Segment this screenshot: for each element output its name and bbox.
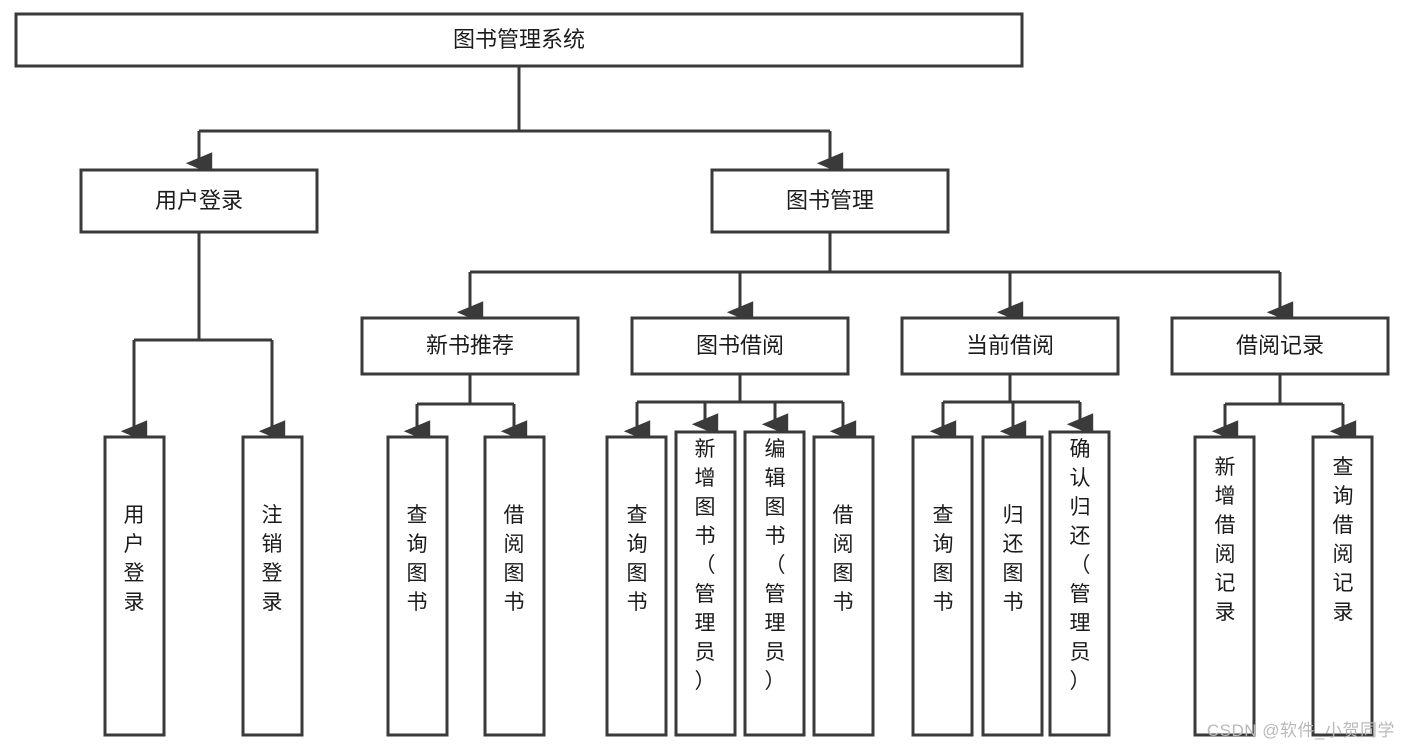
node-leaf-borrow-book-1-box[interactable] bbox=[483, 435, 546, 737]
node-leaf-logout-label: 注销登录 bbox=[262, 504, 283, 614]
node-root-label: 图书管理系统 bbox=[453, 27, 585, 52]
node-leaf-user-login[interactable]: 用户登录 bbox=[103, 435, 166, 737]
node-leaf-add-record-box[interactable] bbox=[1193, 435, 1256, 737]
node-leaf-user-login-label: 用户登录 bbox=[124, 504, 145, 614]
node-leaf-add-book-label: 新增图书（管理员） bbox=[695, 438, 716, 693]
node-leaf-add-book[interactable]: 新增图书（管理员） bbox=[674, 430, 737, 737]
node-leaf-query-record-label: 查询借阅记录 bbox=[1333, 456, 1354, 624]
node-bookmgmt-box[interactable] bbox=[710, 168, 950, 234]
node-newbook[interactable]: 新书推荐 bbox=[360, 316, 580, 376]
node-leaf-add-book-box[interactable] bbox=[674, 430, 737, 737]
node-leaf-borrow-book-2[interactable]: 借阅图书 bbox=[812, 435, 875, 737]
node-leaf-add-record[interactable]: 新增借阅记录 bbox=[1193, 435, 1256, 737]
node-records[interactable]: 借阅记录 bbox=[1170, 316, 1390, 376]
node-leaf-user-login-box[interactable] bbox=[103, 435, 166, 737]
node-leaf-query-book-1[interactable]: 查询图书 bbox=[386, 435, 449, 737]
node-leaf-logout-box[interactable] bbox=[241, 435, 304, 737]
node-bookmgmt-label: 图书管理 bbox=[786, 188, 874, 213]
node-leaf-borrow-book-2-label: 借阅图书 bbox=[833, 504, 854, 614]
node-leaf-borrow-book-1-label: 借阅图书 bbox=[504, 504, 525, 614]
node-bookmgmt[interactable]: 图书管理 bbox=[710, 168, 950, 234]
node-leaf-query-book-3[interactable]: 查询图书 bbox=[911, 435, 974, 737]
node-leaf-logout[interactable]: 注销登录 bbox=[241, 435, 304, 737]
node-borrow-box[interactable] bbox=[630, 316, 850, 376]
node-current-box[interactable] bbox=[900, 316, 1120, 376]
node-leaf-query-book-3-box[interactable] bbox=[911, 435, 974, 737]
csdn-watermark: CSDN @软件_小贺同学 bbox=[1206, 721, 1395, 740]
node-current-label: 当前借阅 bbox=[966, 333, 1054, 358]
node-leaf-query-book-1-box[interactable] bbox=[386, 435, 449, 737]
node-leaf-confirm-return[interactable]: 确认归还（管理员） bbox=[1048, 430, 1111, 737]
node-records-label: 借阅记录 bbox=[1236, 333, 1324, 358]
node-leaf-confirm-return-label: 确认归还（管理员） bbox=[1070, 438, 1091, 693]
node-login-box[interactable] bbox=[79, 168, 319, 234]
node-login-label: 用户登录 bbox=[155, 188, 243, 213]
node-leaf-return-book[interactable]: 归还图书 bbox=[981, 435, 1044, 737]
node-leaf-query-record[interactable]: 查询借阅记录 bbox=[1311, 435, 1374, 737]
node-newbook-label: 新书推荐 bbox=[426, 333, 514, 358]
node-current[interactable]: 当前借阅 bbox=[900, 316, 1120, 376]
node-leaf-edit-book[interactable]: 编辑图书（管理员） bbox=[743, 430, 806, 737]
node-leaf-query-book-2[interactable]: 查询图书 bbox=[605, 435, 668, 737]
node-leaf-edit-book-box[interactable] bbox=[743, 430, 806, 737]
node-leaf-query-book-1-label: 查询图书 bbox=[407, 504, 428, 614]
node-leaf-borrow-book-1[interactable]: 借阅图书 bbox=[483, 435, 546, 737]
node-leaf-edit-book-label: 编辑图书（管理员） bbox=[765, 438, 786, 693]
node-root-box[interactable] bbox=[14, 12, 1024, 68]
node-leaf-borrow-book-2-box[interactable] bbox=[812, 435, 875, 737]
node-leaf-confirm-return-box[interactable] bbox=[1048, 430, 1111, 737]
node-leaf-query-record-box[interactable] bbox=[1311, 435, 1374, 737]
node-records-box[interactable] bbox=[1170, 316, 1390, 376]
node-leaf-query-book-2-label: 查询图书 bbox=[627, 504, 648, 614]
node-borrow-label: 图书借阅 bbox=[696, 333, 784, 358]
node-newbook-box[interactable] bbox=[360, 316, 580, 376]
node-root[interactable]: 图书管理系统 bbox=[14, 12, 1024, 68]
node-leaf-add-record-label: 新增借阅记录 bbox=[1215, 456, 1236, 624]
node-leaf-return-book-box[interactable] bbox=[981, 435, 1044, 737]
node-leaf-query-book-2-box[interactable] bbox=[605, 435, 668, 737]
node-leaf-return-book-label: 归还图书 bbox=[1003, 504, 1024, 614]
node-borrow[interactable]: 图书借阅 bbox=[630, 316, 850, 376]
node-login[interactable]: 用户登录 bbox=[79, 168, 319, 234]
node-leaf-query-book-3-label: 查询图书 bbox=[933, 504, 954, 614]
edge-layer bbox=[120, 66, 1357, 443]
